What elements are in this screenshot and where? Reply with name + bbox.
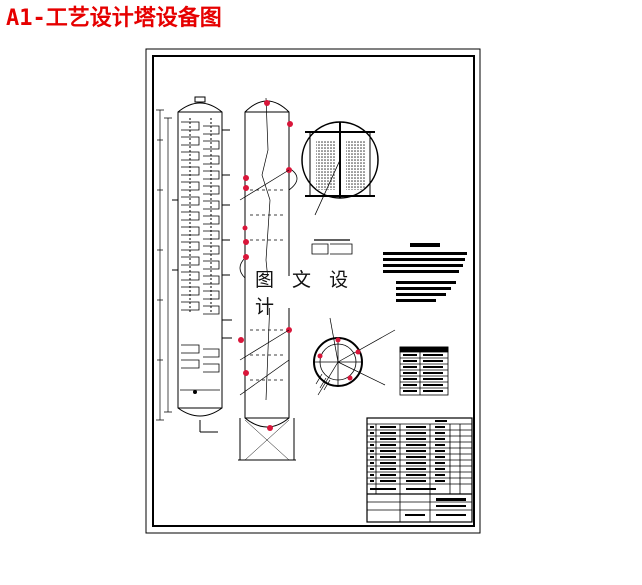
packing-detail xyxy=(301,121,379,216)
parts-list-text xyxy=(370,420,466,516)
plan-section-view xyxy=(313,317,396,396)
tower-internal-view xyxy=(156,96,232,433)
nozzle-table xyxy=(399,346,449,396)
leader-lines xyxy=(239,169,290,396)
flange-detail xyxy=(311,239,353,255)
section-markers xyxy=(317,337,361,381)
watermark-label: 图 文 设 计 xyxy=(255,269,386,318)
sheet-outer-border xyxy=(145,48,481,534)
packing-texture xyxy=(316,140,366,190)
tower-external-view xyxy=(238,97,298,461)
nozzle-table-text xyxy=(403,354,443,392)
sheet-inner-border xyxy=(152,55,475,527)
technical-requirements xyxy=(383,243,467,302)
page-title: A1-工艺设计塔设备图 xyxy=(6,6,222,31)
tray-stack xyxy=(181,121,220,373)
parts-list-and-title-block xyxy=(366,417,473,523)
